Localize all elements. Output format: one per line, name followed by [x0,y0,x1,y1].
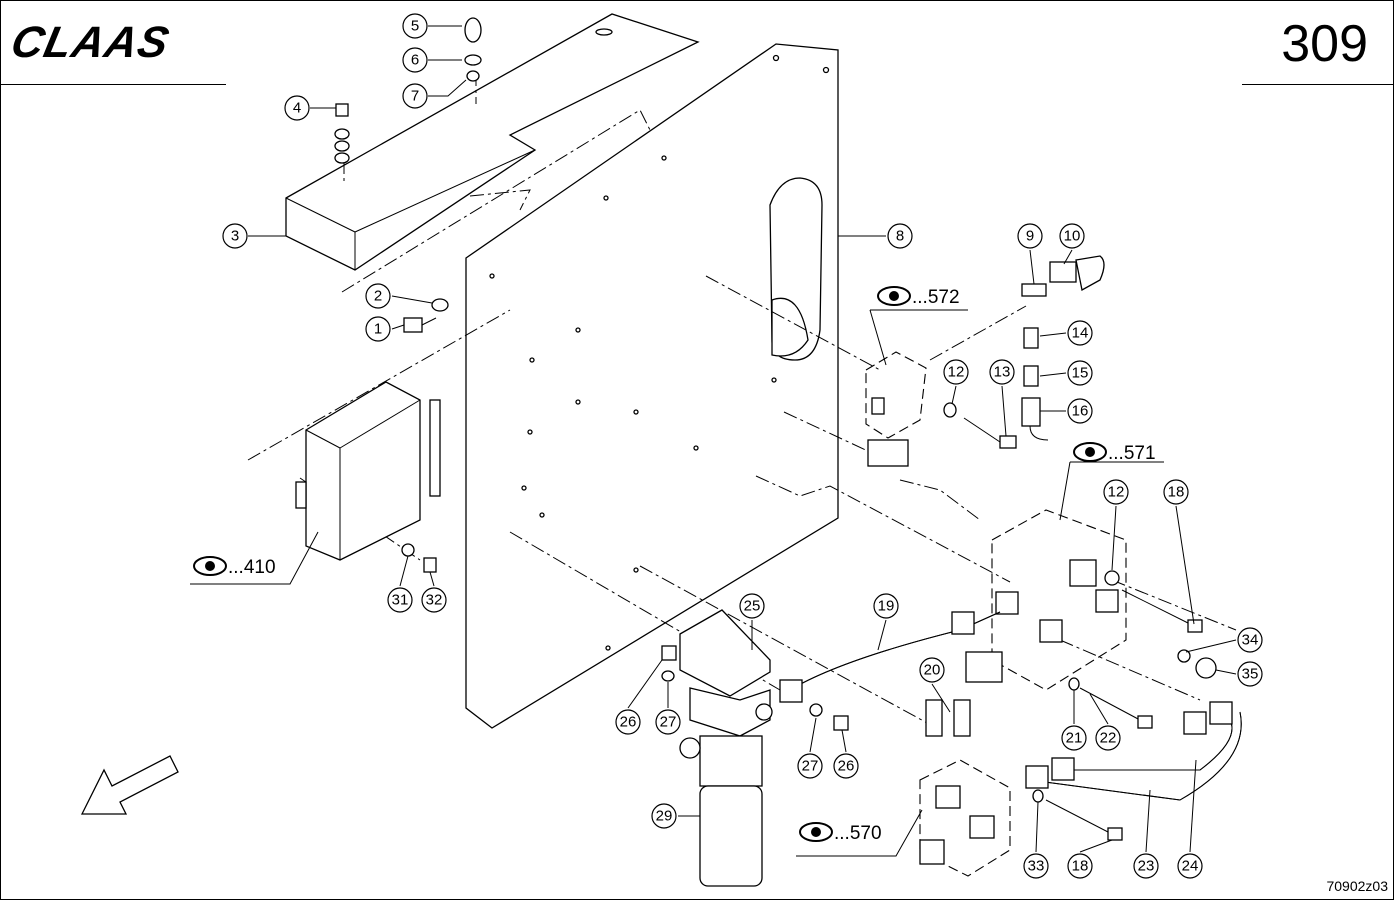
svg-text:3: 3 [231,228,239,245]
svg-text:18: 18 [1072,858,1089,875]
svg-text:35: 35 [1242,666,1259,683]
callout-23: 23 [1133,853,1159,879]
control-module [295,381,441,561]
reference-572: ...572 [877,286,960,308]
svg-text:27: 27 [660,714,677,731]
svg-text:2: 2 [374,288,382,305]
drawing-code: 70902z03 [1326,878,1388,894]
fasteners [334,17,1217,841]
eye-icon [799,822,833,842]
svg-text:26: 26 [838,758,855,775]
callout-20: 20 [919,657,945,683]
svg-text:22: 22 [1100,730,1117,747]
svg-text:...572: ...572 [912,287,960,308]
eye-icon [1073,442,1107,462]
callout-7: 7 [402,83,428,109]
svg-text:13: 13 [994,364,1011,381]
header-rule-left [0,84,226,85]
svg-text:19: 19 [878,598,895,615]
callout-27-right: 27 [797,753,823,779]
header-rule-right [1242,84,1394,85]
callout-18-top: 18 [1163,479,1189,505]
callout-26-left: 26 [615,709,641,735]
svg-text:...571: ...571 [1108,443,1156,464]
callout-14: 14 [1067,320,1093,346]
svg-text:6: 6 [411,52,419,69]
svg-text:5: 5 [411,18,419,35]
callout-12-top: 12 [943,359,969,385]
direction-arrow-icon [80,755,179,815]
callout-22: 22 [1095,725,1121,751]
svg-text:25: 25 [744,598,761,615]
svg-text:14: 14 [1072,325,1089,342]
svg-text:15: 15 [1072,365,1089,382]
main-panel [465,43,839,729]
svg-text:23: 23 [1138,858,1155,875]
callout-9: 9 [1017,223,1043,249]
callout-27-left: 27 [655,709,681,735]
svg-text:...570: ...570 [834,823,882,844]
valve-block-571 [965,509,1127,691]
svg-text:24: 24 [1182,858,1199,875]
callout-5: 5 [402,13,428,39]
hydraulic-lines [779,611,1242,801]
callout-3: 3 [222,223,248,249]
svg-text:8: 8 [896,228,904,245]
svg-text:34: 34 [1242,632,1259,649]
top-cover-panel [285,13,700,271]
svg-text:21: 21 [1066,730,1083,747]
svg-text:20: 20 [924,662,941,679]
callout-16: 16 [1067,398,1093,424]
callout-25: 25 [739,593,765,619]
reference-571: ...571 [1073,442,1156,464]
callout-33: 33 [1023,853,1049,879]
svg-text:4: 4 [293,100,301,117]
filter-assembly [679,609,773,887]
svg-text:27: 27 [802,758,819,775]
svg-text:16: 16 [1072,403,1089,420]
callout-8: 8 [887,223,913,249]
callout-12-mid: 12 [1103,479,1129,505]
reference-410: ...410 [193,556,276,578]
eye-icon [877,286,911,306]
callout-35: 35 [1237,661,1263,687]
callout-6: 6 [402,47,428,73]
callout-19: 19 [873,593,899,619]
svg-text:7: 7 [411,88,419,105]
valve-block-572 [865,351,927,467]
svg-text:29: 29 [656,808,673,825]
callout-2: 2 [365,283,391,309]
callout-4: 4 [284,95,310,121]
callout-34: 34 [1237,627,1263,653]
callout-29: 29 [651,803,677,829]
svg-text:...410: ...410 [228,557,276,578]
callout-26-right: 26 [833,753,859,779]
callout-1: 1 [365,316,391,342]
valve-block-570 [919,699,1011,877]
svg-text:9: 9 [1026,228,1034,245]
callout-32: 32 [421,587,447,613]
callout-13: 13 [989,359,1015,385]
svg-text:1: 1 [374,321,382,338]
callout-21: 21 [1061,725,1087,751]
svg-text:10: 10 [1064,228,1081,245]
svg-text:32: 32 [426,592,443,609]
svg-text:18: 18 [1168,484,1185,501]
svg-text:26: 26 [620,714,637,731]
svg-text:33: 33 [1028,858,1045,875]
svg-text:31: 31 [392,592,409,609]
svg-text:12: 12 [1108,484,1125,501]
fittings-9-16 [1021,255,1105,441]
callout-10: 10 [1059,223,1085,249]
callout-18-bottom: 18 [1067,853,1093,879]
callout-15: 15 [1067,360,1093,386]
page-number: 309 [1281,15,1368,73]
callout-24: 24 [1177,853,1203,879]
reference-570: ...570 [799,822,882,844]
callout-leaders [190,25,1237,857]
svg-text:12: 12 [948,364,965,381]
callout-31: 31 [387,587,413,613]
eye-icon [193,556,227,576]
